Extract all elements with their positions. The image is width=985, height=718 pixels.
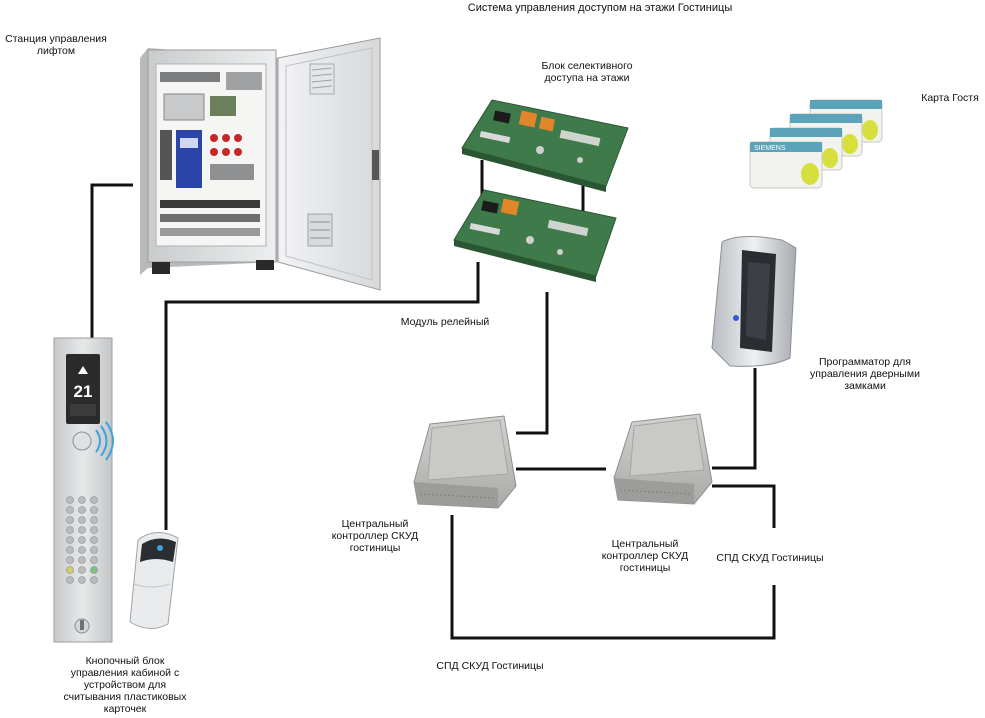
wire-controller-to-spd [712, 484, 776, 528]
wire-reader-to-relay [164, 262, 480, 530]
card-reader-spot [72, 431, 92, 451]
label-central-controller-1: Центральный контроллер СКУД гостиницы [331, 518, 419, 554]
wire-spd-bottom [450, 515, 776, 640]
wire-panel-to-station [90, 183, 133, 338]
central-controller-1 [413, 415, 517, 509]
label-relay-module: Модуль релейный [400, 316, 490, 328]
label-spd-bottom: СПД СКУД Гостиницы [436, 660, 544, 672]
selective-access-pcb-top [461, 99, 629, 192]
guest-cards: SIEMENS [749, 99, 883, 189]
label-programmer: Программатор для управления дверными зам… [810, 356, 920, 392]
label-central-controller-2: Центральный контроллер СКУД гостиницы [601, 538, 689, 574]
handheld-card-reader [129, 532, 179, 629]
label-guest-card: Карта Гостя [921, 92, 979, 104]
wires [90, 160, 776, 640]
cabin-button-panel: 21 [53, 337, 114, 643]
wire-relay-to-controller [516, 292, 549, 435]
label-lift-station: Станция управления лифтом [5, 33, 107, 57]
floor-indicator-number: 21 [74, 382, 93, 401]
floor-buttons-grid [66, 496, 98, 584]
central-controller-2 [613, 413, 713, 505]
label-cabin-panel: Кнопочный блок управления кабиной с устр… [63, 655, 187, 715]
card-programmer-device [711, 236, 797, 367]
label-selective-block: Блок селективного доступа на этажи [541, 60, 633, 84]
label-spd-right: СПД СКУД Гостиницы [716, 552, 824, 564]
diagram-title: Система управления доступом на этажи Гос… [467, 2, 733, 14]
relay-module-pcb [453, 189, 617, 282]
card-brand-text: SIEMENS [754, 145, 786, 152]
guest-card: SIEMENS [749, 141, 823, 189]
lift-control-cabinet [140, 37, 381, 291]
wire-programmer-to-controller [712, 368, 757, 470]
